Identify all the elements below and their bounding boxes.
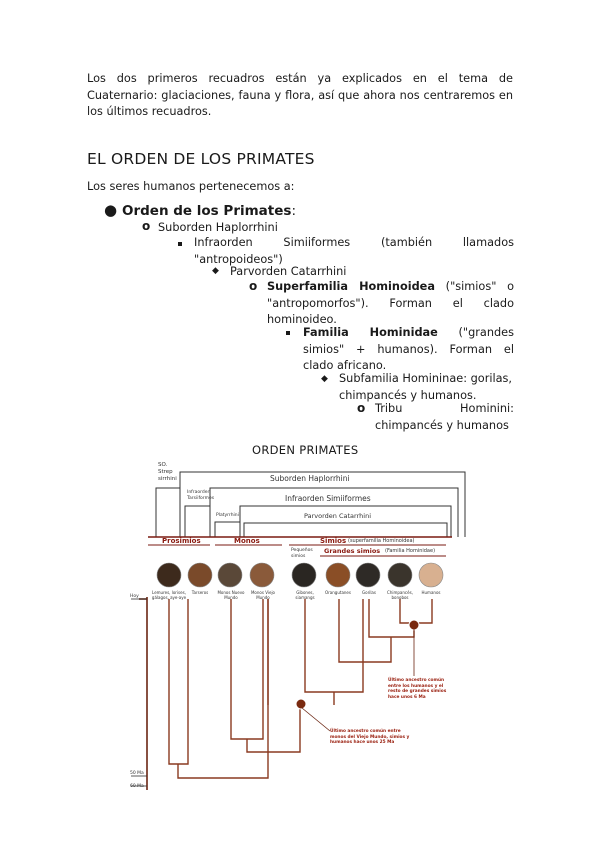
label-strepsirrhini: SO. Strep sirrhini: [158, 462, 177, 482]
taxon-suborden: Suborden Haplorrhini: [158, 221, 278, 234]
bullet-diamond-icon: ◆: [321, 374, 328, 384]
axis-label-60ma: 60 Ma: [130, 784, 144, 789]
bullet-diamond-icon: ◆: [212, 266, 219, 276]
bullet-circle-icon: o: [142, 219, 151, 233]
bullet-square-icon: [286, 331, 290, 335]
group-simios-note: (superfamilia Hominoidea): [348, 538, 415, 544]
bullet-square-icon: [178, 242, 182, 246]
label-grandes-simios: Grandes simios: [324, 547, 381, 555]
caption-gibones: Gibones, siamangs: [295, 590, 315, 600]
caption-monos-viejo-mundo: Monos Viejo Mundo: [250, 590, 275, 600]
familia-name: Familia Hominidae: [303, 326, 438, 339]
annotation-humans-ancestor: Último ancestro común entre los humanos …: [388, 678, 447, 700]
label-catarrhini: Parvorden Catarrhini: [304, 512, 371, 520]
label-platyrrhini: Platyrrhini: [216, 513, 239, 518]
superfamilia-name: Superfamilia Hominoidea: [267, 280, 435, 293]
label-pequenos-simios: Pequeños simios: [291, 548, 313, 559]
taxon-tribu: Tribu Hominini: chimpancés y humanos: [375, 402, 514, 432]
caption-orangutanes: Orangutanes: [325, 590, 351, 595]
group-prosimios: Prosimios: [162, 537, 201, 545]
axis-label-50ma: 50 Ma: [130, 771, 144, 776]
caption-tarseros: Tarseros: [191, 590, 209, 595]
bullet-circle-icon: o: [249, 279, 258, 293]
caption-lemures: Lemures, lorises, gálagos, aye-aye: [151, 590, 187, 600]
taxon-infraorden: Infraorden Simiiformes (también llamados…: [194, 236, 514, 266]
lead-text: Los seres humanos pertenecemos a:: [87, 180, 295, 193]
taxon-superfamilia: Superfamilia Hominoidea ("simios" o "ant…: [267, 279, 514, 329]
intro-paragraph: Los dos primeros recuadros están ya expl…: [87, 72, 513, 118]
label-tarsiiformes: Infraorden Tarsiiformes: [187, 490, 215, 501]
group-simios: Simios: [320, 537, 347, 545]
annotation-common-ancestor: Último ancestro común entre monos del Vi…: [330, 729, 410, 745]
label-grandes-note: (Familia Hominidae): [385, 548, 436, 554]
taxon-parvorden: Parvorden Catarrhini: [230, 265, 347, 278]
familia-desc: ("grandes simios" + humanos). Forman el …: [303, 326, 514, 372]
caption-chimpances: Chimpancés, bonobos: [387, 590, 413, 600]
label-simiiformes: Infraorden Simiiformes: [285, 494, 371, 503]
caption-monos-nuevo-mundo: Monos Nuevo Mundo: [217, 590, 245, 600]
orden-colon: :: [291, 203, 296, 219]
figure-title: ORDEN PRIMATES: [252, 443, 359, 457]
superfamilia-desc: ("simios" o "antropomorfos"). Forman el …: [267, 280, 515, 326]
bullet-dot-icon: ●: [104, 201, 118, 219]
caption-humanos: Humanos: [421, 590, 441, 595]
label-haplorrhini: Suborden Haplorrhini: [270, 474, 350, 483]
taxon-subfamilia: Subfamilia Homininae: gorilas, chimpancé…: [339, 372, 513, 402]
taxon-familia: Familia Hominidae ("grandes simios" + hu…: [303, 325, 514, 375]
axis-label-hoy: Hoy: [130, 594, 139, 599]
section-title: EL ORDEN DE LOS PRIMATES: [87, 150, 315, 168]
caption-gorilas: Gorilas: [362, 590, 376, 595]
group-monos: Monos: [234, 537, 260, 545]
taxon-orden: Orden de los Primates:: [122, 203, 296, 219]
orden-label: Orden de los Primates: [122, 203, 292, 219]
bullet-circle-icon: o: [357, 401, 366, 415]
